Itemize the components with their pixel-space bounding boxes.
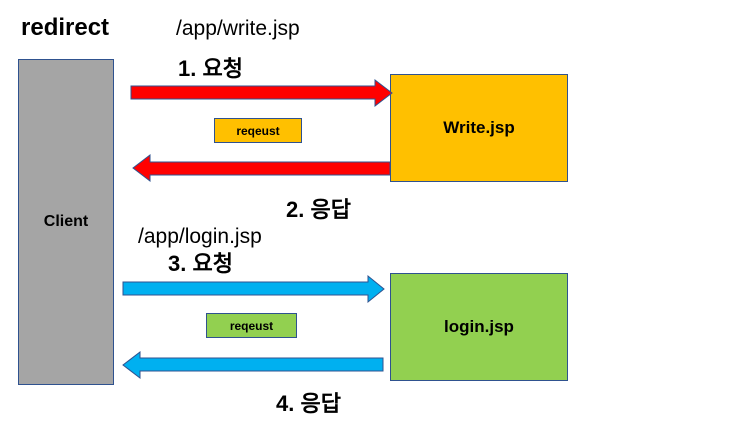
login-response-step: 4. 응답 [276, 391, 341, 416]
write-request-tag: reqeust [214, 118, 302, 143]
login-path-label: /app/login.jsp [138, 225, 262, 248]
login-request-arrow [122, 274, 385, 304]
write-request-tag-label: reqeust [236, 123, 280, 138]
write-jsp-box: Write.jsp [390, 74, 568, 182]
login-jsp-label: login.jsp [444, 317, 514, 336]
write-response-step: 2. 응답 [286, 197, 351, 222]
login-request-tag: reqeust [206, 313, 297, 338]
write-path-label: /app/write.jsp [176, 17, 300, 40]
client-box: Client [18, 59, 114, 385]
write-jsp-label: Write.jsp [443, 118, 515, 137]
login-response-arrow [122, 350, 384, 380]
login-request-step: 3. 요청 [168, 251, 233, 276]
login-request-tag-label: reqeust [229, 318, 274, 333]
login-jsp-box: login.jsp [390, 273, 568, 381]
client-label: Client [43, 213, 89, 230]
write-response-arrow [132, 153, 391, 183]
write-request-arrow [130, 78, 393, 108]
write-request-step: 1. 요청 [178, 56, 243, 81]
diagram-title: redirect [21, 14, 110, 41]
